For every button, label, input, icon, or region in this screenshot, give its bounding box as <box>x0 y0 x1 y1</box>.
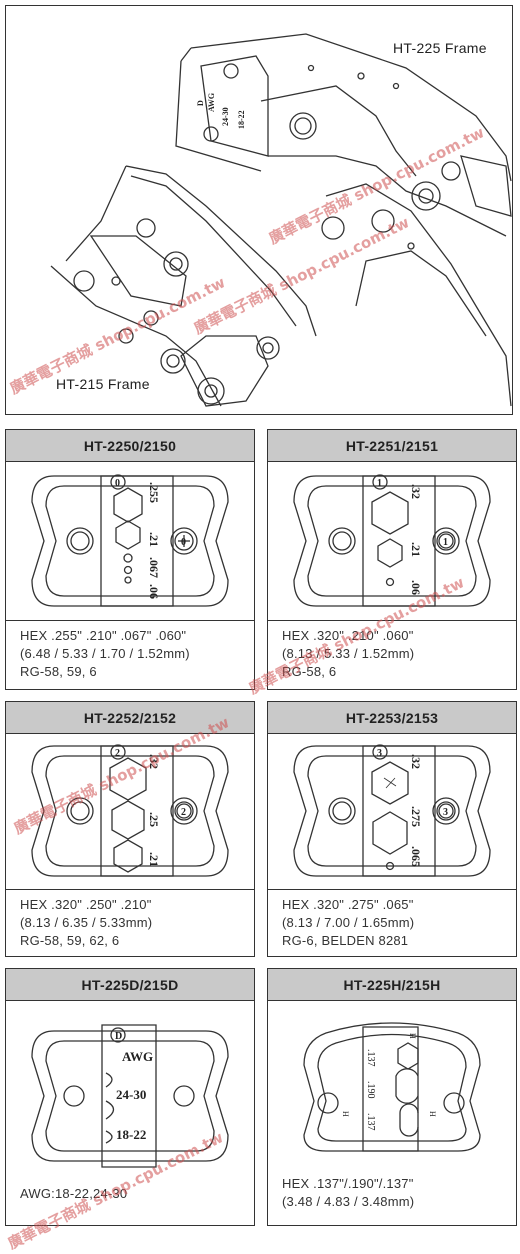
die-id-right: 2 <box>181 807 186 818</box>
spec-text: AWG:18-22,24-30 <box>6 1181 254 1203</box>
die-panel-2251: HT-2251/2151 1 1 .32 .21 .06 <box>267 429 517 690</box>
spec-line: (8.13 / 6.35 / 5.33mm) <box>20 915 153 930</box>
die-id: 3 <box>377 748 382 759</box>
die-mark: .137 <box>365 1113 376 1131</box>
spec-line: (8.13 / 7.00 / 1.65mm) <box>282 915 415 930</box>
panel-title: HT-2253/2153 <box>268 702 516 734</box>
spec-line: HEX .255" .210" .067" .060" <box>20 628 187 643</box>
spec-text: HEX .320" .210" .060" (8.13 / 5.33 / 1.5… <box>268 621 516 681</box>
die-mark: .275 <box>409 806 423 827</box>
spec-line: RG-6, BELDEN 8281 <box>282 933 409 948</box>
die-id-left: H <box>341 1111 350 1117</box>
die-id-right: H <box>428 1111 437 1117</box>
die-mark: AWG <box>122 1049 153 1064</box>
die-mark: .21 <box>409 542 423 557</box>
die-outline <box>293 474 491 607</box>
ht-215-frame-outline <box>50 165 317 407</box>
die-figure: 2 2 .32 .25 .21 <box>6 734 254 890</box>
panel-title: HT-2251/2151 <box>268 430 516 462</box>
die-mark: 18-22 <box>116 1127 146 1142</box>
spec-line: (3.48 / 4.83 / 3.48mm) <box>282 1194 415 1209</box>
die-mark: .32 <box>409 484 423 499</box>
die-id: H <box>408 1033 417 1039</box>
die-id-right: 0 <box>181 537 186 548</box>
die-outline <box>31 744 229 877</box>
die-mark: .32 <box>409 754 423 769</box>
die-id-right: 1 <box>443 537 448 548</box>
spec-line: HEX .137"/.190"/.137" <box>282 1176 414 1191</box>
svg-text:D: D <box>196 100 205 106</box>
die-id: D <box>115 1031 122 1042</box>
svg-text:24-30: 24-30 <box>221 107 230 126</box>
die-panel-2250: HT-2250/2150 0 0 .255 .21 .067 .0 <box>5 429 255 690</box>
die-outline <box>303 1022 481 1152</box>
svg-text:AWG: AWG <box>207 93 216 112</box>
die-mark: .255 <box>147 482 161 503</box>
die-mark: .067 <box>147 557 161 578</box>
die-panel-225d: HT-225D/215D D AWG 24-30 18-22 AWG:18-22… <box>5 968 255 1226</box>
die-figure: 1 1 .32 .21 .06 <box>268 462 516 621</box>
die-outline <box>31 1024 229 1168</box>
spec-line: RG-58, 6 <box>282 664 337 679</box>
spec-text: HEX .320" .250" .210" (8.13 / 6.35 / 5.3… <box>6 890 254 950</box>
die-outline <box>31 474 229 607</box>
spec-text: HEX .137"/.190"/.137" (3.48 / 4.83 / 3.4… <box>268 1171 516 1211</box>
ht-215-frame-label: HT-215 Frame <box>56 376 150 392</box>
spec-line: HEX .320" .210" .060" <box>282 628 414 643</box>
spec-line: HEX .320" .250" .210" <box>20 897 152 912</box>
die-mark: .065 <box>409 846 423 867</box>
die-id: 1 <box>377 478 382 489</box>
panel-title: HT-2252/2152 <box>6 702 254 734</box>
panel-title: HT-2250/2150 <box>6 430 254 462</box>
spec-line: HEX .320" .275" .065" <box>282 897 414 912</box>
die-id-right: 3 <box>443 807 448 818</box>
die-id: 2 <box>115 748 120 759</box>
die-mark: .06 <box>147 584 161 599</box>
spec-text: HEX .320" .275" .065" (8.13 / 7.00 / 1.6… <box>268 890 516 950</box>
panel-title: HT-225H/215H <box>268 969 516 1001</box>
die-id: 0 <box>115 478 120 489</box>
spec-line: RG-58, 59, 6 <box>20 664 97 679</box>
die-mark: .32 <box>147 754 161 769</box>
spec-text: HEX .255" .210" .067" .060" (6.48 / 5.33… <box>6 621 254 681</box>
frame-illustration: D AWG 24-30 18-22 HT-225 Frame HT-215 Fr… <box>5 5 513 415</box>
die-figure: D AWG 24-30 18-22 <box>6 1001 254 1181</box>
die-figure: H H H .137 .190 .137 <box>268 1001 516 1171</box>
die-mark: .21 <box>147 532 161 547</box>
spec-line: RG-58, 59, 62, 6 <box>20 933 120 948</box>
top-die-marks: D AWG 24-30 18-22 <box>196 93 246 129</box>
die-panel-2252: HT-2252/2152 2 2 .32 .25 .21 <box>5 701 255 957</box>
panel-title: HT-225D/215D <box>6 969 254 1001</box>
ht-225-frame-label: HT-225 Frame <box>393 40 487 56</box>
die-outline <box>293 744 491 877</box>
spec-line: (8.13 / 5.33 / 1.52mm) <box>282 646 415 661</box>
crimper-frames-drawing: D AWG 24-30 18-22 <box>50 33 512 407</box>
die-mark: .21 <box>147 852 161 867</box>
spec-line: AWG:18-22,24-30 <box>20 1186 128 1201</box>
svg-text:18-22: 18-22 <box>237 110 246 129</box>
die-panel-225h: HT-225H/215H H H H .137 .190 .137 HEX <box>267 968 517 1226</box>
die-mark: .06 <box>409 580 423 595</box>
die-mark: 24-30 <box>116 1087 146 1102</box>
ht-225-frame-outline <box>175 33 512 407</box>
spec-line: (6.48 / 5.33 / 1.70 / 1.52mm) <box>20 646 190 661</box>
die-figure: 3 3 .32 .275 .065 <box>268 734 516 890</box>
die-figure: 0 0 .255 .21 .067 .06 <box>6 462 254 621</box>
die-mark: .137 <box>365 1049 376 1067</box>
die-panel-2253: HT-2253/2153 3 3 .32 .275 .065 <box>267 701 517 957</box>
die-mark: .25 <box>147 812 161 827</box>
die-mark: .190 <box>365 1081 376 1099</box>
